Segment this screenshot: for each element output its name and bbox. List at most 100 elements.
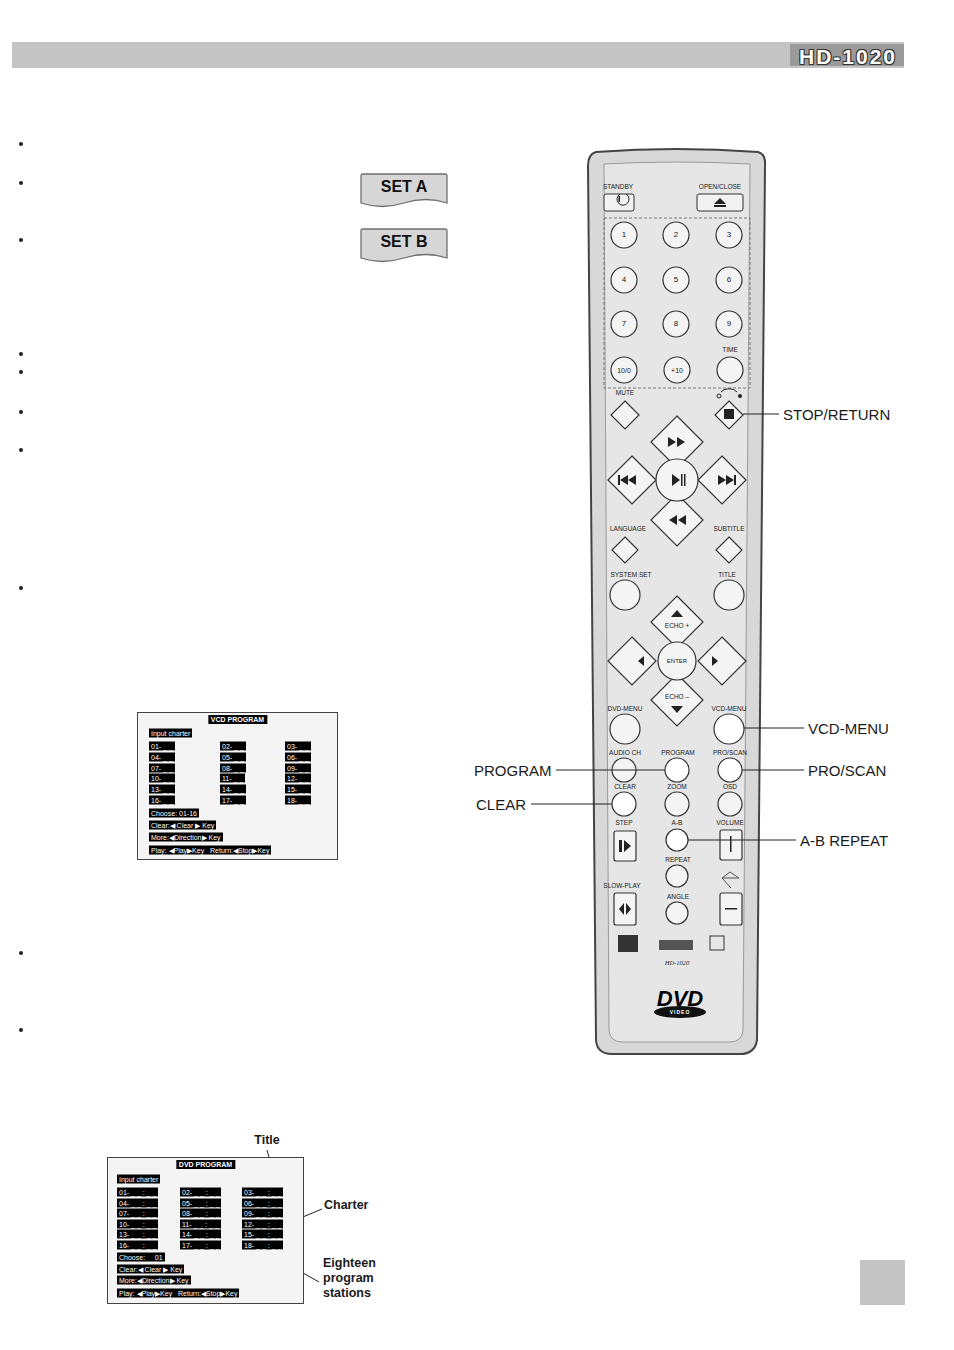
callout-label: CLEAR bbox=[476, 797, 526, 812]
screen-text: 05- _ _ bbox=[220, 752, 246, 761]
button-label: 1 bbox=[622, 231, 626, 239]
button-label: STANDBY bbox=[603, 184, 633, 191]
button-label: AUDIO CH bbox=[609, 750, 641, 757]
screen-text: 07- _ _ : _ _ bbox=[117, 1209, 158, 1218]
screen-text: More:◀Direction▶ Key bbox=[149, 833, 223, 842]
screen-text: 16- _ _ : _ _ bbox=[117, 1240, 158, 1249]
button-label: ECHO – bbox=[665, 694, 689, 701]
button-label: CLEAR bbox=[614, 784, 636, 791]
button-label: OSD bbox=[723, 784, 737, 791]
header-tab bbox=[790, 44, 904, 66]
screen-text: More:◀Direction▶ Key bbox=[117, 1276, 191, 1285]
screen-text: 13- _ _ bbox=[149, 785, 175, 794]
callout-label: A-B REPEAT bbox=[800, 833, 888, 848]
screen-text: 10- _ _ bbox=[149, 774, 175, 783]
screen-text: 18- _ _ bbox=[285, 796, 311, 805]
screen-text: 11- _ _ : _ _ bbox=[180, 1219, 221, 1228]
screen-text: 01- _ _ : _ _ bbox=[117, 1188, 158, 1197]
bullets bbox=[19, 142, 23, 1032]
button-label: SLOW-PLAY bbox=[603, 883, 640, 890]
model-header: HD-1020 bbox=[799, 46, 897, 67]
screen-text: 02- _ _ bbox=[220, 742, 246, 751]
button-label: 6 bbox=[727, 276, 731, 284]
screen-text: 04- _ _ bbox=[149, 752, 175, 761]
set-tab: SET B bbox=[360, 227, 448, 263]
button-label: PRO/SCAN bbox=[713, 750, 747, 757]
screen-text: 06- _ _ bbox=[285, 752, 311, 761]
button-label: TITLE bbox=[718, 572, 736, 579]
screen-text: 17- _ _ bbox=[220, 796, 246, 805]
screen-text: 11- _ _ bbox=[220, 774, 245, 783]
screen-text: 07- _ _ bbox=[149, 763, 175, 772]
button-label: REPEAT bbox=[665, 857, 691, 864]
callout-label: Charter bbox=[324, 1199, 368, 1212]
screen-text: 08- _ _ bbox=[220, 763, 246, 772]
button-label: LANGUAGE bbox=[610, 526, 646, 533]
callout-label: Eighteen program stations bbox=[323, 1256, 385, 1301]
screen-text: 03- _ _ : _ _ bbox=[242, 1188, 283, 1197]
button-label: 10/0 bbox=[617, 367, 631, 374]
screen-text: 09- _ _ bbox=[285, 763, 311, 772]
set-tab: SET A bbox=[360, 172, 448, 208]
tab-label: SET A bbox=[381, 179, 428, 195]
screen-text: Choose: 01-16 bbox=[149, 809, 199, 818]
screen-title: DVD PROGRAM bbox=[176, 1160, 235, 1169]
button-label: VOLUME bbox=[716, 820, 743, 827]
screen-text: 10- _ _ : _ _ bbox=[117, 1219, 158, 1228]
screen-text: 14- _ _ : _ _ bbox=[180, 1230, 221, 1239]
button-label: VCD-MENU bbox=[711, 706, 746, 713]
screen-text: Choose: 01 bbox=[117, 1253, 165, 1262]
screen-text: Clear:◀ Clear ▶ Key bbox=[117, 1265, 184, 1274]
screen-text: 13- _ _ : _ _ bbox=[117, 1230, 158, 1239]
screen-text: 09- _ _ : _ _ bbox=[242, 1209, 283, 1218]
screen-text: 16- _ _ bbox=[149, 796, 175, 805]
screen-text: 05- _ _ : _ _ bbox=[180, 1198, 221, 1207]
callout-label: VCD-MENU bbox=[808, 721, 889, 736]
screen-text: 14- _ _ bbox=[220, 785, 246, 794]
button-label: SUBTITLE bbox=[713, 526, 744, 533]
screen-text: 04- _ _ : _ _ bbox=[117, 1198, 158, 1207]
screen-text: 08- _ _ : _ _ bbox=[180, 1209, 221, 1218]
screen-text: 12- _ _ bbox=[285, 774, 311, 783]
button-label: 3 bbox=[727, 231, 731, 239]
page-box bbox=[860, 1260, 905, 1305]
button-label: ECHO + bbox=[665, 623, 689, 630]
button-label: ENTER bbox=[667, 658, 687, 664]
header-band bbox=[12, 42, 904, 68]
button-label: 5 bbox=[674, 276, 678, 284]
callout-label: PROGRAM bbox=[474, 763, 552, 778]
dvd-logo: DVD bbox=[657, 988, 703, 1010]
button-label: SYSTEM SET bbox=[610, 572, 651, 579]
model-mark: HD-1020 bbox=[665, 960, 690, 967]
remote-control bbox=[588, 149, 765, 1054]
button-label: 7 bbox=[622, 320, 626, 328]
button-label: TIME bbox=[722, 347, 738, 354]
screen-text: Clear:◀ Clear ▶ Key bbox=[149, 821, 216, 830]
button-label: 4 bbox=[622, 276, 626, 284]
button-label: 2 bbox=[674, 231, 678, 239]
button-label: +10 bbox=[671, 367, 683, 374]
button-label: 8 bbox=[674, 320, 678, 328]
dvd-logo-sub: VIDEO bbox=[670, 1010, 691, 1015]
screen-text: 18- _ _ : _ _ bbox=[242, 1240, 283, 1249]
screen-text: 02- _ _ : _ _ bbox=[180, 1188, 221, 1197]
button-label: MUTE bbox=[616, 390, 634, 397]
screen-text: 12- _ _ : _ _ bbox=[242, 1219, 283, 1228]
screen-text: Input charter bbox=[117, 1175, 160, 1184]
screen-text: Play: ◀Play▶Key Return:◀Stop▶Key bbox=[117, 1289, 239, 1298]
callout-label: STOP/RETURN bbox=[783, 407, 890, 422]
button-label: ZOOM bbox=[667, 784, 687, 791]
screen-text: 17- _ _ : _ _ bbox=[180, 1240, 221, 1249]
callout-label: Title bbox=[254, 1134, 279, 1147]
button-label: OPEN/CLOSE bbox=[699, 184, 741, 191]
button-label: STEP bbox=[616, 820, 633, 827]
screen-text: 01- _ _ bbox=[149, 742, 175, 751]
callout-label: PRO/SCAN bbox=[808, 763, 886, 778]
tab-label: SET B bbox=[380, 234, 427, 250]
screen-text: 03- _ _ bbox=[285, 742, 311, 751]
button-label: 9 bbox=[727, 320, 731, 328]
screen-text: Play: ◀Play▶Key Return:◀Stop▶Key bbox=[149, 846, 271, 855]
button-label: A-B bbox=[672, 820, 683, 827]
